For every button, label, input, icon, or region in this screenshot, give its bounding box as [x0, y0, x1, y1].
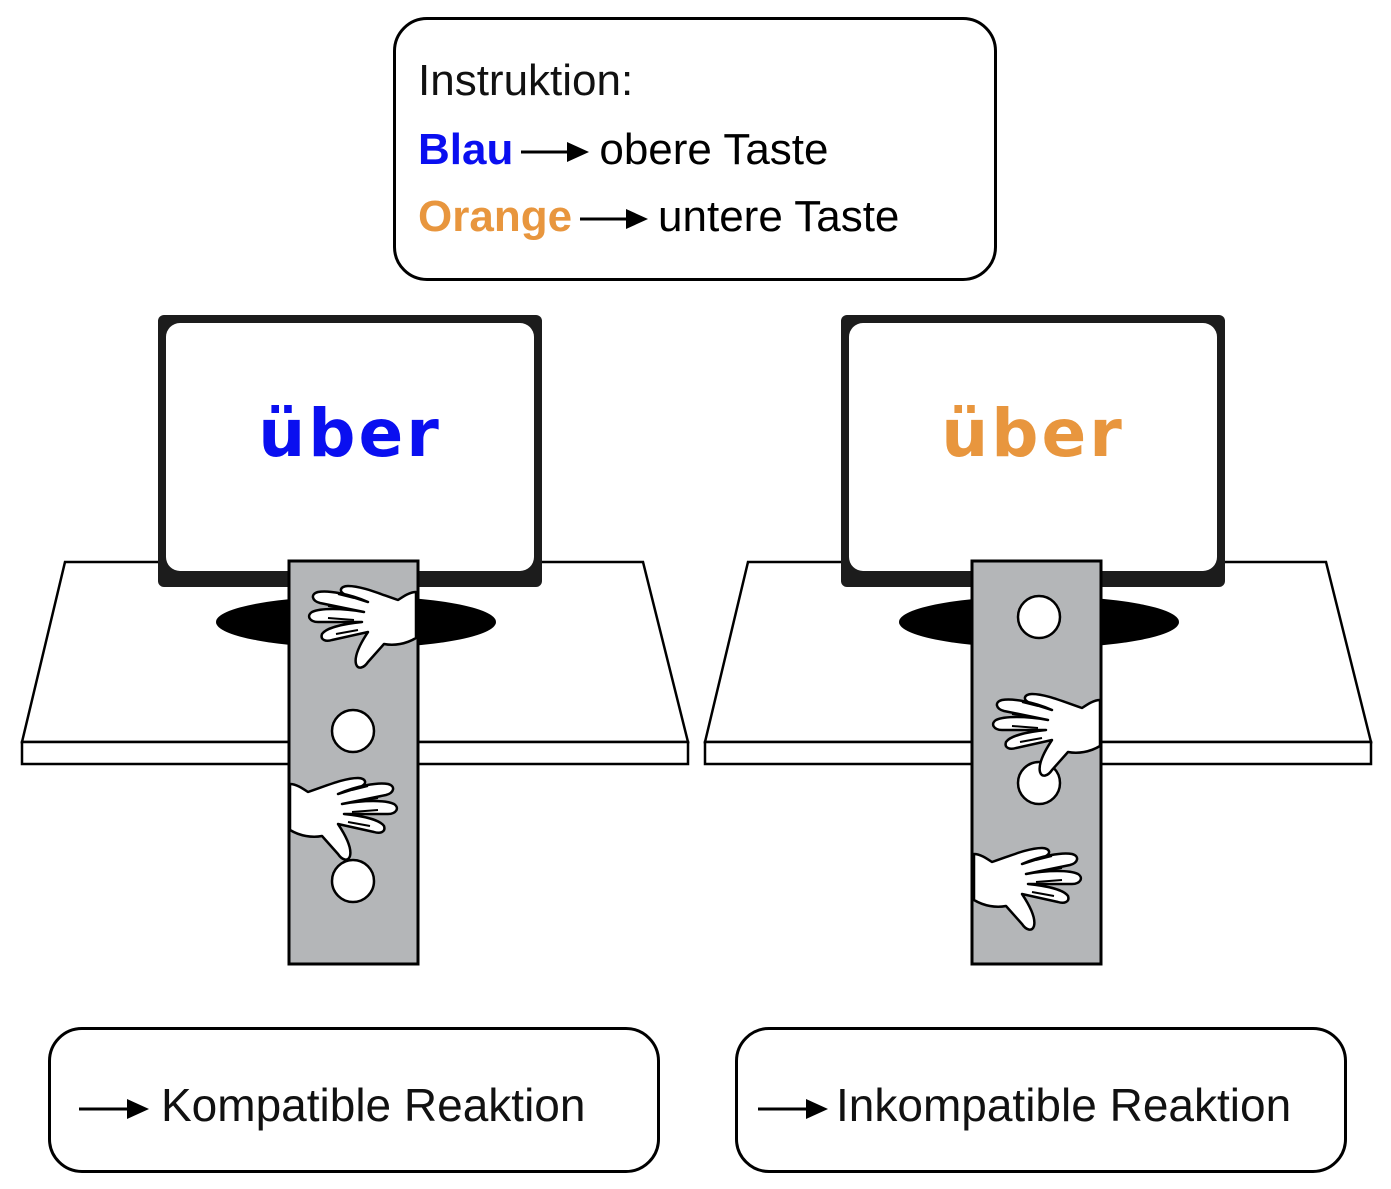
right-setup [703, 315, 1373, 966]
instruction-box: Instruktion: Blau obere Taste Orange unt… [393, 17, 997, 281]
right-result-box: Inkompatible Reaktion [735, 1027, 1347, 1173]
arrow-right-icon [521, 124, 591, 175]
instruction-title: Instruktion: [418, 56, 634, 105]
rule-row-orange: Orange untere Taste [418, 191, 899, 242]
left-stimulus-word: über [258, 395, 442, 472]
arrow-right-icon [79, 1079, 151, 1132]
color-word-blue: Blau [418, 124, 514, 174]
target-lower-key: untere Taste [658, 191, 900, 241]
key-button-icon [1016, 594, 1062, 640]
arrow-right-icon [580, 191, 650, 242]
right-result-label: Inkompatible Reaktion [836, 1079, 1292, 1131]
left-result-label: Kompatible Reaktion [161, 1079, 586, 1131]
right-monitor-screen [849, 323, 1217, 571]
target-upper-key: obere Taste [599, 124, 829, 174]
left-monitor-screen [166, 323, 534, 571]
left-setup [20, 315, 690, 966]
key-button-icon [330, 858, 376, 904]
color-word-orange: Orange [418, 191, 573, 241]
arrow-right-icon [758, 1079, 830, 1132]
left-result-box: Kompatible Reaktion [48, 1027, 660, 1173]
right-stimulus-word: über [941, 395, 1125, 472]
rule-row-blue: Blau obere Taste [418, 124, 829, 175]
key-button-icon [330, 708, 376, 754]
